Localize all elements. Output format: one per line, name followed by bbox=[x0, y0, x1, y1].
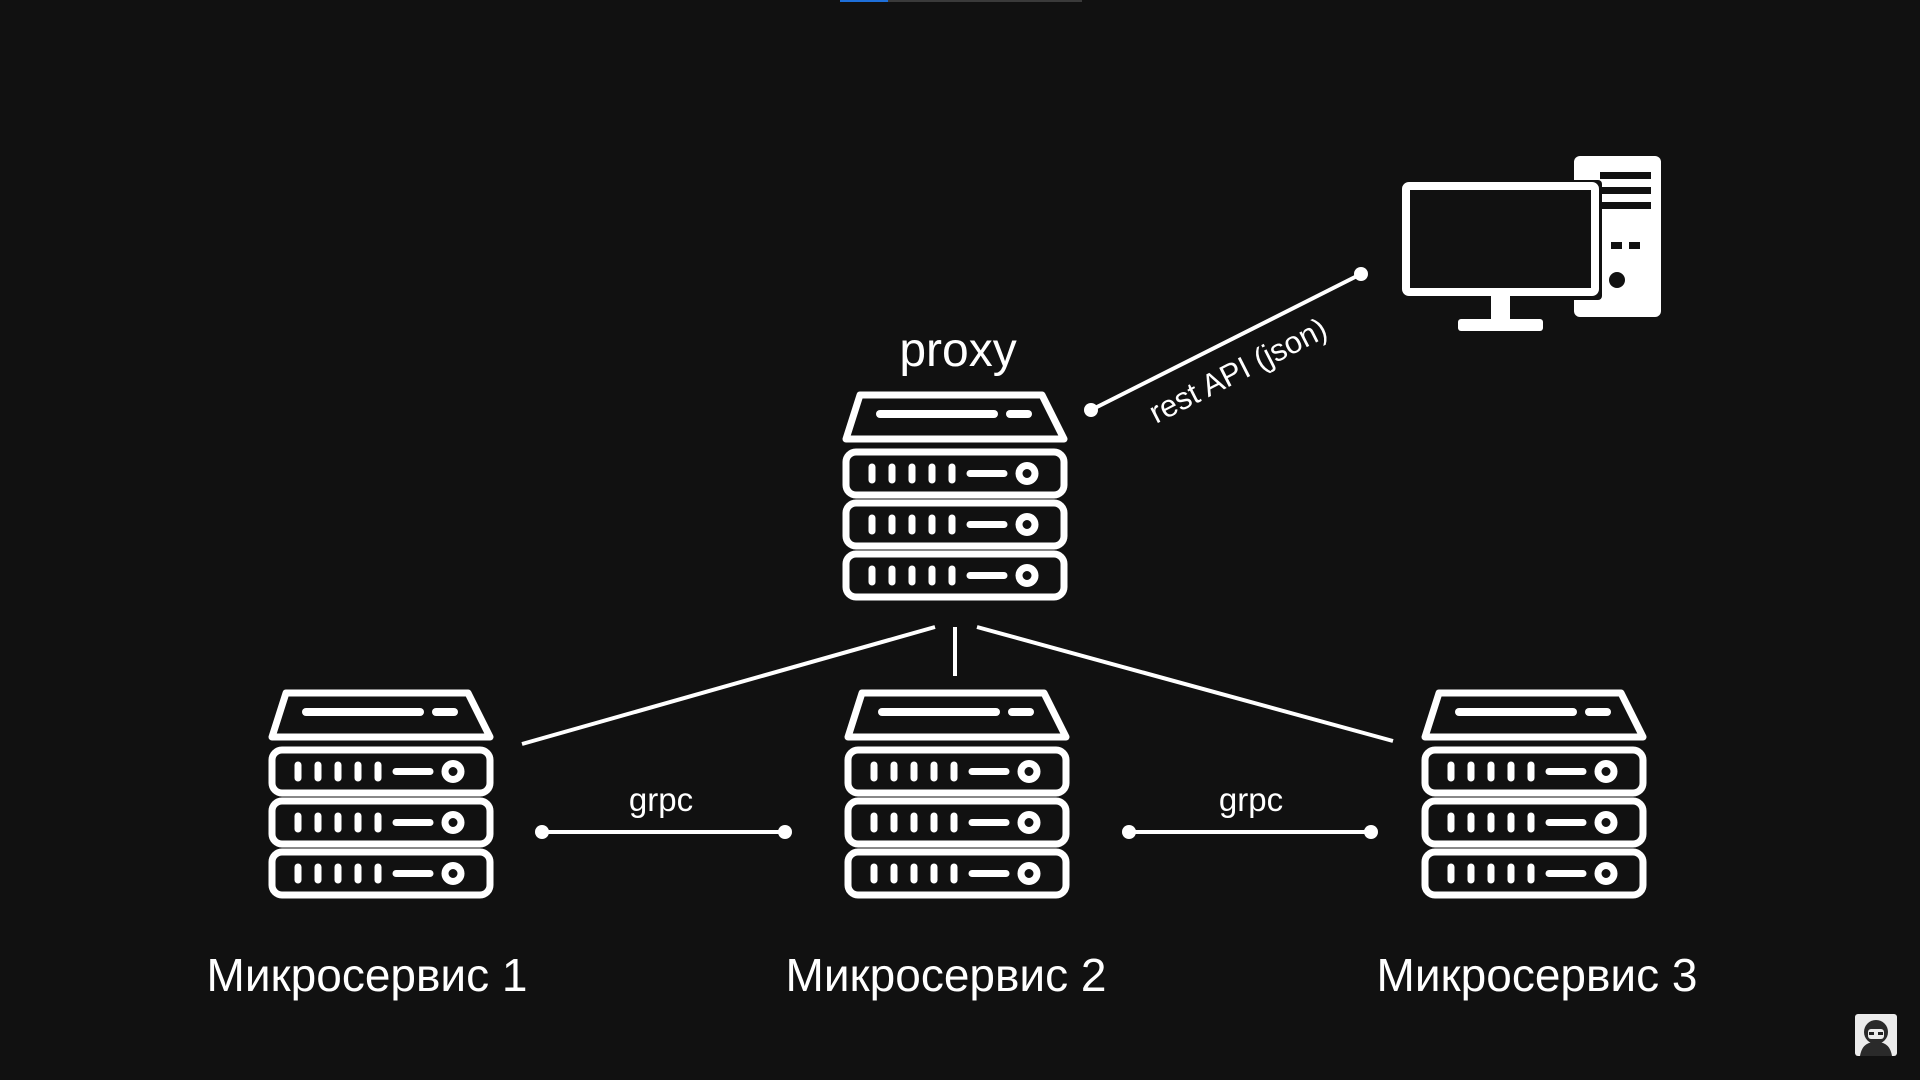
top-accent-bar bbox=[840, 0, 888, 2]
edge-grpc-1-2 bbox=[535, 825, 792, 839]
desktop-computer-icon bbox=[1400, 156, 1661, 331]
proxy-server-icon bbox=[846, 395, 1064, 597]
service3-server-icon bbox=[1425, 693, 1643, 895]
edge-grpc-1-2-label: grpc bbox=[629, 781, 693, 818]
service3-label: Микросервис 3 bbox=[1377, 949, 1698, 1001]
proxy-label: proxy bbox=[899, 324, 1016, 377]
edge-client-proxy bbox=[1084, 267, 1368, 417]
service1-server-icon bbox=[272, 693, 490, 895]
service2-server-icon bbox=[848, 693, 1066, 895]
edge-proxy-service3 bbox=[976, 625, 1394, 743]
top-progress-track bbox=[888, 0, 1082, 2]
service2-label: Микросервис 2 bbox=[786, 949, 1107, 1001]
edge-proxy-service1 bbox=[521, 625, 936, 746]
edge-grpc-2-3-label: grpc bbox=[1219, 781, 1283, 818]
edge-grpc-2-3 bbox=[1122, 825, 1378, 839]
channel-avatar-icon bbox=[1855, 1014, 1897, 1056]
service1-label: Микросервис 1 bbox=[207, 949, 528, 1001]
